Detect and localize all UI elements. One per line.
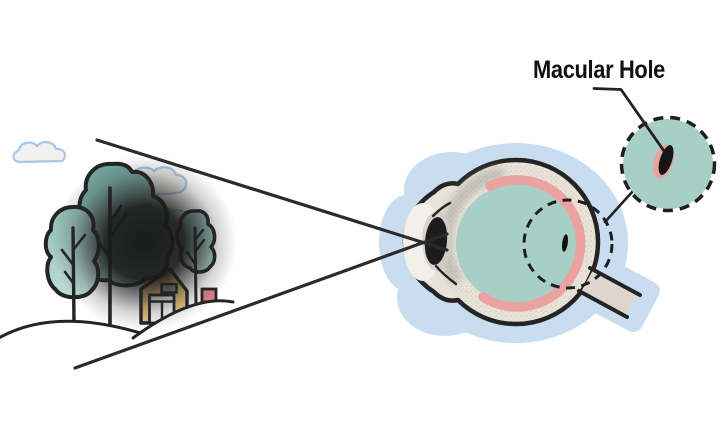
inset-dashed-border	[619, 115, 717, 213]
hill-left	[0, 319, 152, 360]
vision-blind-spot	[53, 155, 237, 331]
macula-focus-circle	[522, 198, 614, 290]
cloud-icon-1	[12, 141, 66, 164]
lens	[424, 217, 448, 265]
label-leader-line	[592, 87, 666, 153]
vitreous	[456, 184, 576, 304]
optic-nerve	[577, 266, 642, 319]
inset-connector-line	[603, 189, 635, 224]
outdoor-scene	[0, 141, 237, 360]
macular-hole-spot	[561, 234, 569, 252]
inset-macular-hole	[658, 145, 674, 175]
eye-cross-section	[379, 143, 660, 343]
lens-ligament-upper	[431, 201, 452, 218]
magnified-inset	[619, 115, 717, 213]
retina-band	[478, 175, 586, 312]
macular-hole-label: Macular Hole	[533, 56, 665, 84]
vision-ray-top	[95, 138, 449, 252]
vision-ray-bottom	[73, 232, 449, 370]
lens-ligament-lower	[434, 264, 458, 286]
